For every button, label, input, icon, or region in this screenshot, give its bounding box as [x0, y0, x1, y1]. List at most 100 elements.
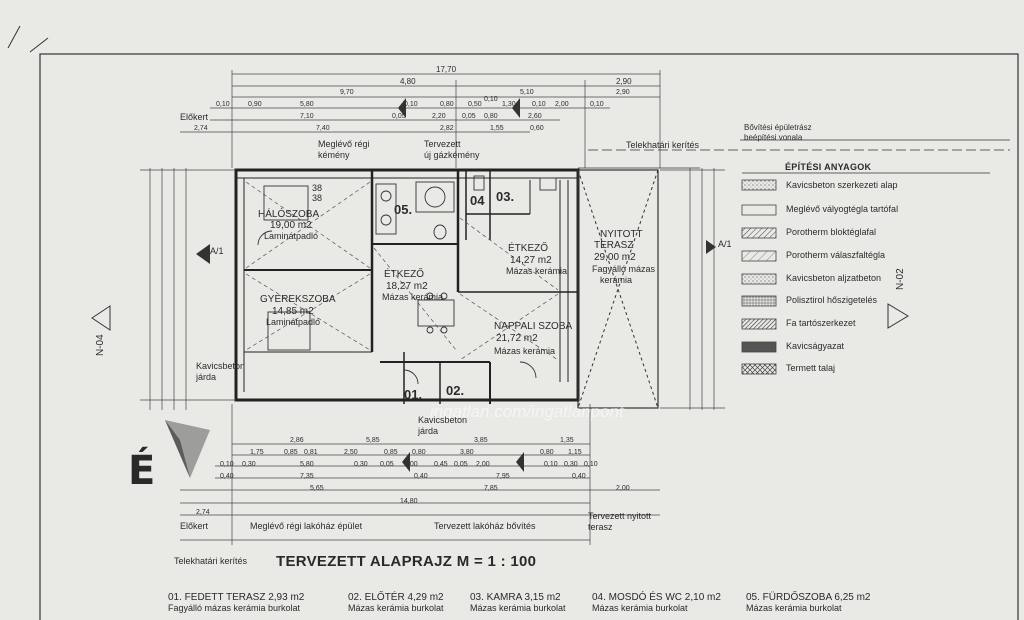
dim-bottom: 7,95 [496, 473, 510, 480]
room-number: 38 [312, 193, 323, 203]
dim-bottom: 14,80 [400, 498, 418, 505]
label-property-fence-bottom: Telekhatári kerítés [174, 556, 248, 566]
section-mark-a1: A/1 [718, 239, 732, 249]
legend-item: Termett talaj [786, 363, 836, 373]
dim-top: 2,74 [194, 125, 208, 132]
dim-bottom: 5,65 [310, 485, 324, 492]
dim-top: 2,20 [432, 113, 446, 120]
dim-bottom: 0,80 [412, 449, 426, 456]
legend-item: Polisztirol hőszigetelés [786, 295, 878, 305]
room-gyerek-area: 14,85 m2 [272, 306, 314, 317]
dim-bottom: 7,35 [300, 473, 314, 480]
label-gas-chimney: Tervezett [424, 139, 461, 149]
dim-top: 4,80 [400, 77, 416, 86]
room-terasz-floor: kerámia [600, 275, 633, 285]
room-terasz-floor: Fagyálló mázas [592, 264, 656, 274]
room-etkezo-1-name: ÉTKEZŐ [384, 269, 425, 280]
dim-top: 0,10 [590, 101, 604, 108]
section-mark-left: N-04 [95, 334, 106, 356]
dim-bottom: 2,00 [476, 461, 490, 468]
label-walkway: járda [418, 426, 439, 436]
dim-bottom: 0,10 [584, 461, 598, 468]
room-terasz-name: NYITOTT [600, 229, 643, 240]
north-letter: É [128, 448, 156, 494]
room-number-04: 04 [470, 193, 485, 208]
label-elokert-bottom: Előkert [180, 521, 209, 531]
room-nappali-name: NAPPALI SZOBA [494, 321, 573, 332]
dim-bottom: 2,00 [616, 485, 630, 492]
room-halo-area: 19,00 m2 [270, 220, 312, 231]
label-chimney-existing: kémény [318, 150, 350, 160]
dim-top: 0,80 [484, 113, 498, 120]
label-chimney-existing: Meglévő régi [318, 139, 370, 149]
dim-bottom: 0,30 [564, 461, 578, 468]
dim-top: 0,10 [532, 101, 546, 108]
dim-bottom: 7,85 [484, 485, 498, 492]
dim-bottom: 0,10 [544, 461, 558, 468]
section-mark-a1: A/1 [210, 246, 224, 256]
dim-top: 0,60 [530, 125, 544, 132]
room-etkezo-1-area: 18,27 m2 [386, 281, 428, 292]
dim-top: 5,80 [300, 101, 314, 108]
label-property-fence-top: Telekhatári kerítés [626, 140, 700, 150]
room-halo-floor: Laminátpadló [264, 231, 319, 241]
dim-top: 7,10 [300, 113, 314, 120]
legend-item: Porotherm válaszfaltégla [786, 250, 886, 260]
room-etkezo-2-area: 14,27 m2 [510, 255, 552, 266]
label-extension-line: beépítési vonala [744, 133, 803, 142]
label-walkway: Kavicsbeton [418, 415, 468, 425]
dim-bottom: 1,15 [568, 449, 582, 456]
dim-bottom: 0,30 [242, 461, 256, 468]
room-halo-name: HÁLÓSZOBA [258, 209, 320, 220]
dim-total: 17,70 [436, 65, 457, 74]
dim-bottom: 0,05 [454, 461, 468, 468]
room-nappali-floor: Mázas kerámia [494, 346, 556, 356]
dim-bottom: 0,45 [434, 461, 448, 468]
room-gyerek-floor: Laminátpadló [266, 317, 321, 327]
dim-top: 0,05 [392, 113, 406, 120]
label-gas-chimney: új gázkémény [424, 150, 480, 160]
dim-bottom: 5,80 [300, 461, 314, 468]
dim-top: 9,70 [340, 89, 354, 96]
label-elokert-top: Előkert [180, 112, 209, 122]
room-terasz-name: TERASZ [594, 240, 634, 251]
room-etkezo-2-name: ÉTKEZŐ [508, 243, 549, 254]
page-title: TERVEZETT ALAPRAJZ M = 1 : 100 [276, 553, 537, 570]
dim-top: 1,55 [490, 125, 504, 132]
room-number-02: 02. [446, 383, 465, 398]
dim-top: 2,82 [440, 125, 454, 132]
dim-top: 0,80 [440, 101, 454, 108]
dim-top: 0,90 [248, 101, 262, 108]
legend-item: Fa tartószerkezet [786, 318, 856, 328]
dim-top: 1,30 [502, 101, 516, 108]
dim-top: 0,10 [404, 101, 418, 108]
dim-top: 7,40 [316, 125, 330, 132]
label-extension-line: Bővítési épületrász [744, 123, 812, 132]
room-terasz-area: 29,00 m2 [594, 252, 636, 263]
room-nappali-area: 21,72 m2 [496, 333, 538, 344]
dim-bottom: 0,85 [384, 449, 398, 456]
section-mark-right: N-02 [895, 268, 906, 290]
dim-bottom: 2,86 [290, 437, 304, 444]
dim-bottom: 0,40 [414, 473, 428, 480]
dim-top: 2,90 [616, 77, 632, 86]
room-etkezo-1-floor: Mázas kerámia [382, 292, 444, 302]
label-existing-house: Meglévő régi lakóház épület [250, 521, 363, 531]
room-number-01: 01. [404, 387, 423, 402]
room-etkezo-2-floor: Mázas kerámia [506, 266, 568, 276]
legend-title: ÉPÍTÉSI ANYAGOK [785, 162, 872, 172]
dim-bottom: 0,10 [220, 461, 234, 468]
watermark: ingatlan.com/ingatlanpont [430, 402, 624, 421]
dim-top: 5,10 [520, 89, 534, 96]
room-number-03: 03. [496, 189, 515, 204]
legend-item: Kavicsbeton aljzatbeton [786, 273, 882, 283]
label-terrace-planned: Tervezett nyitott [588, 511, 652, 521]
label-walkway: Kavicsbeton [196, 361, 246, 371]
dim-bottom: 5,85 [366, 437, 380, 444]
